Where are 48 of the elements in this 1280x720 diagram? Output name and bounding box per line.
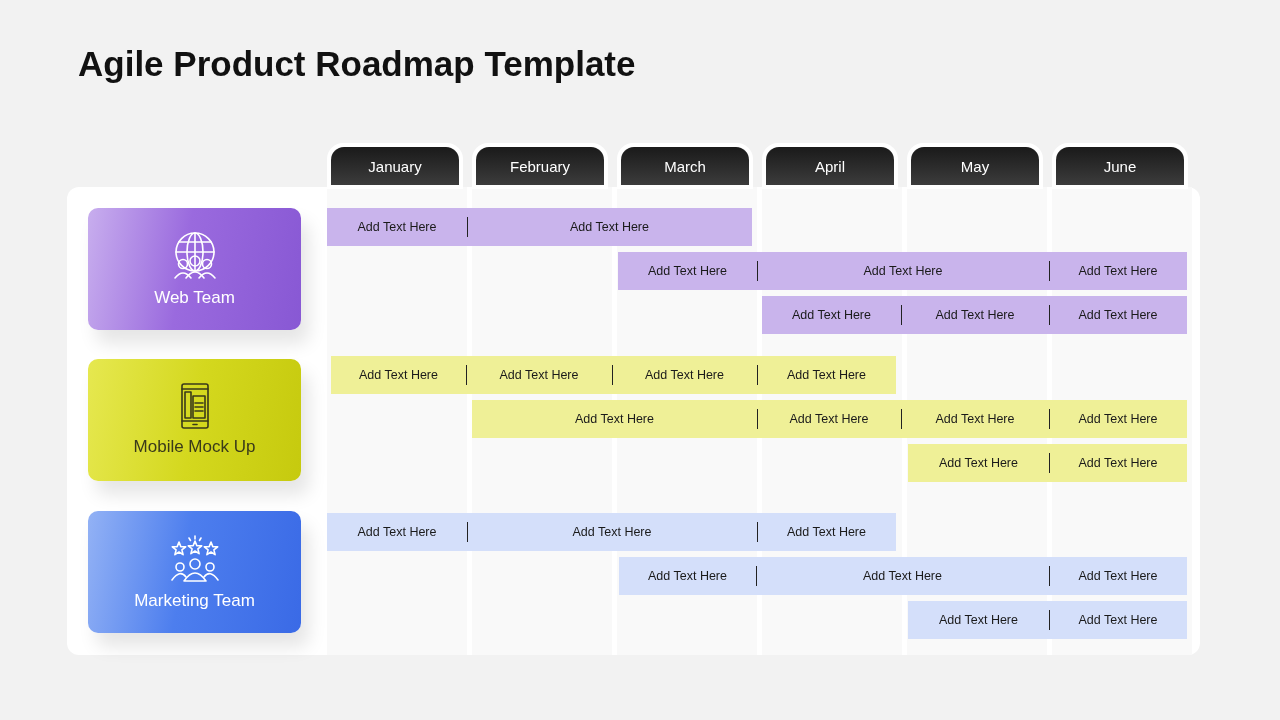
task-bar	[762, 296, 1187, 334]
task-label: Add Text Here	[787, 368, 866, 382]
task-label: Add Text Here	[1078, 456, 1158, 470]
task-label: Add Text Here	[645, 368, 724, 382]
team-card	[88, 208, 301, 330]
team-card	[88, 359, 301, 481]
task-label: Add Text Here	[935, 412, 1015, 426]
task-label: Add Text Here	[357, 220, 437, 234]
task-label: Add Text Here	[863, 264, 943, 278]
team-name: Mobile Mock Up	[133, 437, 256, 457]
task-label: Add Text Here	[359, 368, 438, 382]
task-bar	[327, 208, 752, 246]
month-tab: April	[762, 143, 898, 189]
task-label: Add Text Here	[1078, 308, 1158, 322]
task-label: Add Text Here	[575, 412, 654, 426]
task-bar	[331, 356, 896, 394]
team-card	[88, 511, 301, 633]
task-bar	[618, 252, 1187, 290]
task-label: Add Text Here	[572, 525, 652, 539]
task-bar	[908, 444, 1187, 482]
month-tab: January	[327, 143, 463, 189]
team-name: Web Team	[154, 288, 235, 308]
title: Agile Product Roadmap Template	[78, 44, 636, 84]
task-label: Add Text Here	[499, 368, 579, 382]
month-tab: February	[472, 143, 608, 189]
month-tab: June	[1052, 143, 1188, 189]
task-label: Add Text Here	[789, 412, 869, 426]
task-label: Add Text Here	[648, 264, 727, 278]
task-label: Add Text Here	[357, 525, 437, 539]
task-label: Add Text Here	[939, 613, 1018, 627]
team-name: Marketing Team	[134, 591, 255, 611]
task-label: Add Text Here	[935, 308, 1015, 322]
task-label: Add Text Here	[939, 456, 1018, 470]
task-bar	[472, 400, 1187, 438]
task-bar	[619, 557, 1187, 595]
task-label: Add Text Here	[792, 308, 871, 322]
task-label: Add Text Here	[863, 569, 942, 583]
task-label: Add Text Here	[570, 220, 649, 234]
task-label: Add Text Here	[1078, 264, 1158, 278]
task-label: Add Text Here	[1078, 613, 1158, 627]
task-label: Add Text Here	[1078, 412, 1158, 426]
task-label: Add Text Here	[787, 525, 866, 539]
task-bar	[327, 513, 896, 551]
task-bar	[908, 601, 1187, 639]
task-label: Add Text Here	[648, 569, 727, 583]
month-tab: March	[617, 143, 753, 189]
task-label: Add Text Here	[1078, 569, 1158, 583]
month-tab: May	[907, 143, 1043, 189]
